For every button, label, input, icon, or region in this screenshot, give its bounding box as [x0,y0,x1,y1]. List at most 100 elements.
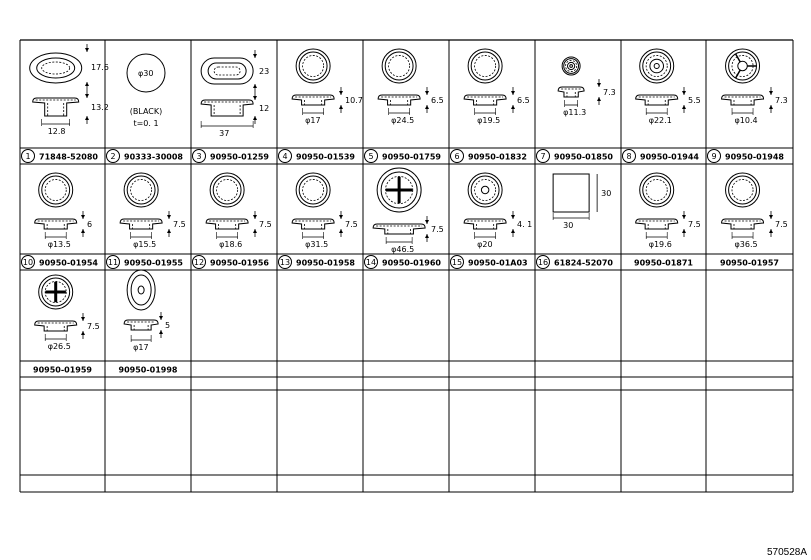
grommet-top-view [209,172,245,208]
dimension-label: 23 [259,67,269,76]
grommet-side-view [721,218,765,230]
dimension-label: φ13.5 [48,240,71,249]
dimension-label: 7.5 [345,220,358,229]
item-number-badge [192,255,206,269]
dimension-label: 30 [563,221,573,230]
part-number-label: 90950-01944 [640,153,699,162]
grommet-top-view [467,172,503,208]
grommet-top-view [126,269,156,311]
grommet-side-view [463,218,507,230]
item-number: 7 [540,152,545,161]
part-number-label: 90333-30008 [124,153,183,162]
item-number: 9 [711,152,716,161]
part-number-label: 90950-01958 [296,259,355,268]
dimension-label: 7.3 [775,96,788,105]
item-number: 16 [538,258,548,267]
item-number: 15 [452,258,462,267]
grommet-side-view [372,223,426,235]
part-number-label: 90950-01871 [634,259,693,268]
dimension-label: 10.7 [345,96,363,105]
item-number: 11 [108,258,118,267]
grommet-top-view [123,172,159,208]
dimension-label: φ19.5 [477,116,500,125]
item-number-badge [450,149,464,163]
dimension-label: φ17 [305,116,320,125]
dimension-label: 5.5 [688,96,701,105]
dimension-label: 7.3 [603,88,616,97]
dimension-label: φ19.6 [649,240,672,249]
grommet-side-view [200,99,254,117]
part-cell-90950-01959: 7.5 φ26.5 90950-01959 [33,274,100,375]
dimension-label: φ11.3 [563,108,586,117]
item-number-badge [364,149,378,163]
dimension-label: 7.5 [87,322,100,331]
item-number-badge [21,149,35,163]
grommet-top-view [725,172,761,208]
item-number: 12 [194,258,204,267]
dimension-label: φ30 [138,69,153,78]
dimension-label: 7.5 [173,220,186,229]
grommet-top-view [381,48,417,84]
item-number-badge [278,149,292,163]
item-number: 8 [626,152,631,161]
dimension-label: φ26.5 [48,342,71,351]
item-number: 5 [368,152,373,161]
dimension-label: (BLACK) [130,107,163,116]
part-number-label: 90950-01959 [33,366,92,375]
grommet-side-view [291,218,335,230]
dimension-label: 6.5 [517,96,530,105]
dimension-label: φ46.5 [391,245,414,254]
dimension-label: 7.5 [259,220,272,229]
item-number-badge [536,149,550,163]
dimension-label: 4. 1 [517,220,532,229]
dimension-label: 13.2 [91,103,109,112]
grommet-top-view [38,274,74,310]
grommet-top-view [295,172,331,208]
part-cell-7: 7.3 φ11.3 7 90950-01850 [536,56,616,163]
grommet-side-view [463,94,507,106]
item-number: 4 [282,152,287,161]
item-number: 13 [280,258,290,267]
part-number-label: 71848-52080 [39,153,98,162]
dimension-label: t=0. 1 [133,119,158,128]
part-number-label: 90950-01955 [124,259,183,268]
item-number: 10 [23,258,33,267]
item-number-badge [450,255,464,269]
part-cell-11: 7.5 φ15.5 11 90950-01955 [106,172,186,269]
part-cell-13: 7.5 φ31.5 13 90950-01958 [278,172,358,269]
dimension-label: 17.6 [91,63,109,72]
dimension-label: φ20 [477,240,492,249]
grommet-side-view [32,97,80,117]
grommet-top-view [295,48,331,84]
item-number: 3 [196,152,201,161]
dimension-label: φ36.5 [735,240,758,249]
dimension-label: φ18.6 [219,240,242,249]
grommet-top-view [38,172,74,208]
dimension-label: 6.5 [431,96,444,105]
grommet-top-view [29,52,83,84]
grommet-top-view [561,56,581,76]
item-number-badge [364,255,378,269]
dimension-label: φ15.5 [133,240,156,249]
part-number-label: 90950-01957 [720,259,779,268]
part-number-label: 90950-01850 [554,153,613,162]
item-number-badge [278,255,292,269]
part-number-label: 61824-52070 [554,259,613,268]
item-number-badge [622,149,636,163]
item-number: 1 [25,152,30,161]
dimension-label: φ31.5 [305,240,328,249]
part-number-label: 90950-01A03 [468,259,528,268]
grommet-side-view [119,218,163,230]
